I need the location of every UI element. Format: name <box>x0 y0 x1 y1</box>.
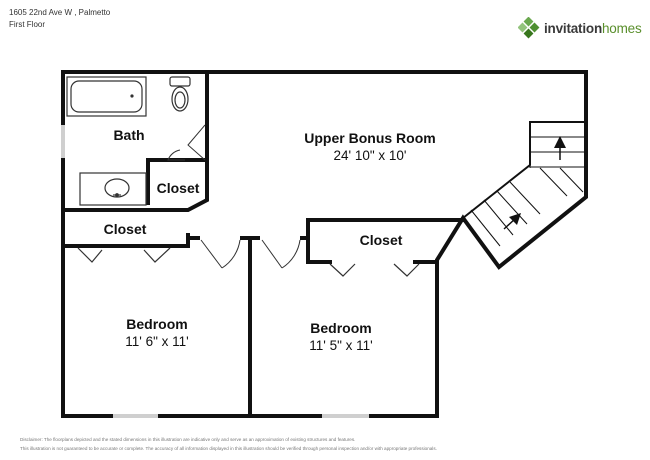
room-name: Bath <box>113 127 145 143</box>
room-dimensions: 11' 6" x 11' <box>125 334 189 349</box>
room-dimensions: 11' 5" x 11' <box>309 338 373 353</box>
floor-name: First Floor <box>9 20 45 29</box>
stair-arrow-diagonal-icon <box>503 213 521 230</box>
room-name: Closet <box>156 180 200 196</box>
brand-logo: invitationhomes <box>518 15 642 41</box>
room-bedroom-right: Bedroom 11' 5" x 11' <box>309 320 373 354</box>
bathtub-icon <box>66 76 147 117</box>
room-name: Closet <box>359 232 403 248</box>
room-closet-left: Closet <box>104 221 147 238</box>
bath-door-swing <box>167 124 206 161</box>
room-name: Bedroom <box>126 316 188 332</box>
brand-bold: invitation <box>544 20 602 36</box>
room-name: Closet <box>103 221 147 237</box>
room-upper-bonus: Upper Bonus Room 24' 10" x 10' <box>304 130 435 164</box>
toilet-icon <box>169 76 191 112</box>
bedroom-door-swing-left <box>200 239 241 269</box>
closet-right-wall <box>306 218 465 264</box>
disclaimer-line-2: This illustration is not guaranteed to b… <box>20 446 437 451</box>
room-bath: Bath <box>113 127 144 144</box>
bath-wall <box>61 70 209 212</box>
windows <box>61 125 369 418</box>
diamond-cluster-icon <box>518 17 540 39</box>
staircase <box>461 121 587 269</box>
property-address: 1605 22nd Ave W , Palmetto <box>9 8 111 17</box>
bedroom-door-swing-right <box>261 239 301 269</box>
disclaimer-line-1: Disclaimer: The floorplans depicted and … <box>20 437 356 442</box>
room-name: Bedroom <box>310 320 372 336</box>
brand-light: homes <box>602 20 642 36</box>
room-dimensions: 24' 10" x 10' <box>333 148 407 163</box>
closet-door-swings <box>77 247 420 277</box>
room-bedroom-left: Bedroom 11' 6" x 11' <box>125 316 189 350</box>
room-closet-bath: Closet <box>157 180 200 197</box>
room-name: Upper Bonus Room <box>304 130 436 146</box>
stair-arrow-up-icon <box>554 136 566 160</box>
sink-icon <box>79 172 147 206</box>
brand-wordmark: invitationhomes <box>544 21 642 36</box>
closet-left-wall <box>61 208 190 248</box>
room-closet-right: Closet <box>360 232 403 249</box>
